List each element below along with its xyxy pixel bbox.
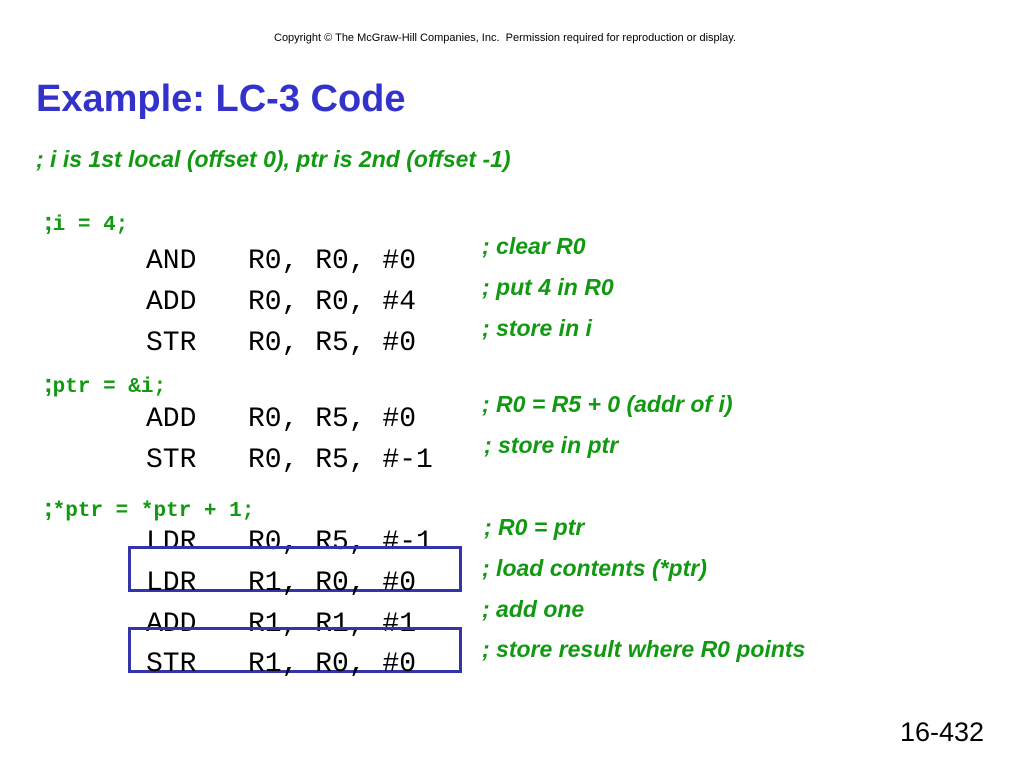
code-operands: R1, R0, #0 [248,568,417,599]
code-comment: ; add one [482,596,585,622]
code-comment: ; put 4 in R0 [482,274,614,300]
code-operands: R0, R5, #0 [248,328,417,359]
code-line: AND R0, R0, #0 [138,228,416,277]
code-line: ADD R0, R5, #0 [138,386,416,435]
code-comment: ; store result where R0 points [482,636,806,662]
code-comment: ; store in i [482,315,592,341]
code-opcode: ADD [146,404,197,435]
code-comment: ; R0 = R5 + 0 (addr of i) [482,391,733,417]
code-opcode: STR [146,445,197,476]
section-header-i: ;i = 4; [36,188,128,237]
section-header-deref: ;*ptr = *ptr + 1; [36,474,254,523]
header-semicolon: ; [44,368,53,398]
code-comment: ; R0 = ptr [484,514,585,540]
code-opcode: LDR [146,568,197,599]
code-line: LDR R0, R5, #-1 [138,509,433,558]
code-operands: R0, R5, #-1 [248,445,433,476]
code-operands: R0, R5, #0 [248,404,417,435]
code-opcode: AND [146,246,197,277]
code-line: ADD R1, R1, #1 [138,591,416,640]
copyright-notice: Copyright © The McGraw-Hill Companies, I… [274,32,736,44]
code-operands: R0, R0, #0 [248,246,417,277]
header-semicolon: ; [44,492,53,522]
code-operands: R0, R0, #4 [248,287,417,318]
code-line: STR R0, R5, #-1 [138,427,433,476]
header-code: ptr = &i; [52,376,167,399]
code-line-highlighted: STR R1, R0, #0 [138,631,416,680]
page-number: 16-432 [900,717,985,747]
highlight-box-load [128,546,462,592]
intro-comment: ; i is 1st local (offset 0), ptr is 2nd … [36,146,511,172]
code-operands: R1, R1, #1 [248,609,417,640]
code-opcode: LDR [146,527,197,558]
slide-title: Example: LC-3 Code [36,78,406,120]
code-opcode: ADD [146,287,197,318]
code-opcode: STR [146,649,197,680]
code-line: ADD R0, R0, #4 [138,269,416,318]
code-comment: ; store in ptr [484,432,619,458]
code-operands: R0, R5, #-1 [248,527,433,558]
code-line-highlighted: LDR R1, R0, #0 [138,550,416,599]
header-code: *ptr = *ptr + 1; [52,500,255,523]
header-semicolon: ; [44,206,53,236]
code-opcode: ADD [146,609,197,640]
code-operands: R1, R0, #0 [248,649,417,680]
code-comment: ; clear R0 [482,233,586,259]
header-code: i = 4; [52,214,129,237]
highlight-box-store [128,627,462,673]
code-opcode: STR [146,328,197,359]
code-comment: ; load contents (*ptr) [482,555,707,581]
section-header-ptr: ;ptr = &i; [36,350,166,399]
code-line: STR R0, R5, #0 [138,310,416,359]
